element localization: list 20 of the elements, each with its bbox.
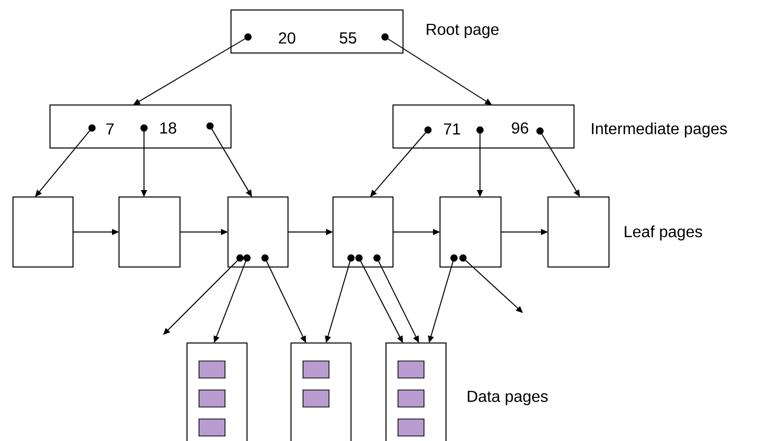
tier-label: Intermediate pages	[592, 122, 727, 138]
leaf-page-box	[228, 196, 288, 268]
page-box: 7 18	[50, 104, 232, 148]
data-page-box	[290, 342, 352, 441]
leaf-page-box	[118, 196, 180, 268]
leaf-page-box	[12, 196, 74, 268]
page-box: 71 96	[392, 104, 574, 148]
leaf-page-box	[440, 196, 502, 268]
arrow	[35, 128, 92, 197]
leaf-page-box	[332, 196, 394, 268]
arrow	[163, 258, 240, 335]
data-page-box	[186, 342, 248, 441]
page-box: 20 55	[230, 10, 404, 54]
arrow	[370, 130, 428, 197]
data-page-box	[386, 342, 446, 441]
leaf-page-box	[548, 196, 610, 268]
tier-label: Leaf pages	[624, 226, 702, 240]
arrow	[462, 258, 523, 313]
tier-label: Data pages	[468, 390, 548, 406]
tier-label: Root page	[426, 24, 499, 38]
